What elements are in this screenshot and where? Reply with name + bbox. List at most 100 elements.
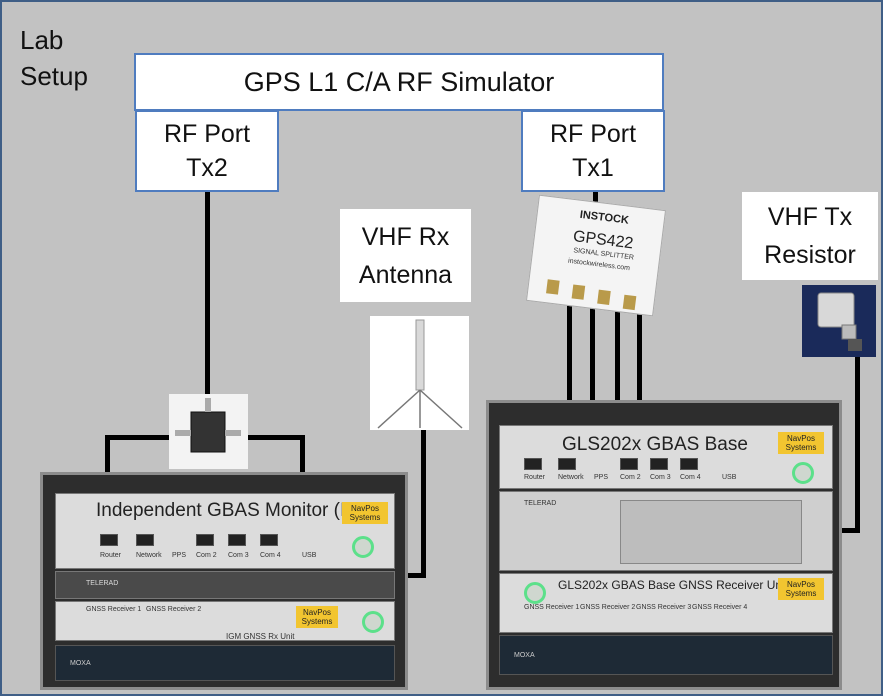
igm-port-usb: USB bbox=[302, 552, 317, 559]
base-com4-socket bbox=[680, 458, 698, 470]
igm-title: Independent GBAS Monitor (IGM) bbox=[96, 500, 383, 521]
rf-port-tx1-line2: Tx1 bbox=[572, 154, 614, 182]
base-port-router: Router bbox=[524, 474, 546, 481]
cable-splitter-out-3 bbox=[615, 300, 620, 404]
cable-tx2-to-splitter bbox=[205, 192, 210, 397]
splitter-brand: INSTOCK bbox=[579, 208, 630, 227]
splitter-connector-3 bbox=[597, 289, 611, 305]
vhf-tx-line2: Resistor bbox=[764, 241, 856, 269]
igm-top-panel: Independent GBAS Monitor (IGM) NavPos Sy… bbox=[55, 493, 395, 569]
vhf-tx-line1: VHF Tx bbox=[767, 203, 853, 231]
vhf-rx-line1: VHF Rx bbox=[361, 222, 450, 251]
igm-port-pps: PPS bbox=[172, 552, 187, 559]
cable-vhf-rx-to-igm bbox=[407, 573, 426, 578]
base-moxa-switch: MOXA bbox=[499, 635, 833, 675]
vhf-rx-line2: Antenna bbox=[358, 260, 453, 289]
igm-network-socket bbox=[136, 534, 154, 546]
cable-splitter-out-2 bbox=[590, 300, 595, 404]
igm-port-com3: Com 3 bbox=[228, 552, 249, 559]
igm-rx-unit-label: IGM GNSS Rx Unit bbox=[226, 632, 295, 641]
gps-simulator-box: GPS L1 C/A RF Simulator bbox=[134, 53, 664, 111]
base-rack-photo: GLS202x GBAS Base NavPos Systems Router … bbox=[486, 400, 842, 690]
base-navpos-logo: NavPos Systems bbox=[778, 432, 824, 454]
cable-splitter-out-4 bbox=[637, 300, 642, 404]
igm-com3-socket bbox=[228, 534, 246, 546]
rf-splitter-icon bbox=[175, 398, 241, 453]
igm-telerad-label: TELERAD bbox=[86, 580, 119, 587]
vhf-tx-resistor-photo bbox=[802, 285, 876, 357]
igm-receiver-1-label: GNSS Receiver 1 bbox=[86, 606, 142, 613]
base-com3-socket bbox=[650, 458, 668, 470]
cable-splitter-left bbox=[105, 435, 175, 440]
base-port-com4: Com 4 bbox=[680, 474, 701, 481]
base-receiver-3-label: GNSS Receiver 3 bbox=[636, 604, 692, 611]
splitter-connector-2 bbox=[571, 284, 586, 300]
base-telerad-label: TELERAD bbox=[524, 500, 557, 507]
lab-setup-label: Lab Setup bbox=[20, 22, 110, 94]
igm-port-router: Router bbox=[100, 552, 122, 559]
rf-port-tx1-box: RF Port Tx1 bbox=[521, 110, 665, 192]
vhf-rx-antenna-photo bbox=[370, 316, 469, 430]
igm-moxa-label: MOXA bbox=[70, 660, 91, 667]
igm-com2-socket bbox=[196, 534, 214, 546]
base-rx-power-button-icon bbox=[524, 582, 546, 604]
base-rx-navpos-logo: NavPos Systems bbox=[778, 578, 824, 600]
igm-receiver-2-label: GNSS Receiver 2 bbox=[146, 606, 202, 613]
igm-rx-navpos-logo: NavPos Systems bbox=[296, 606, 338, 628]
igm-router-socket bbox=[100, 534, 118, 546]
igm-navpos-logo: NavPos Systems bbox=[342, 502, 388, 524]
rf-port-tx1-line1: RF Port bbox=[549, 120, 637, 148]
igm-power-button-icon bbox=[352, 536, 374, 558]
rf-port-tx2-line2: Tx2 bbox=[186, 154, 228, 182]
lab-setup-line-2: Setup bbox=[20, 61, 88, 91]
igm-port-com4: Com 4 bbox=[260, 552, 281, 559]
vhf-rx-label-box: VHF Rx Antenna bbox=[340, 209, 471, 302]
base-port-usb: USB bbox=[722, 474, 737, 481]
base-moxa-label: MOXA bbox=[514, 652, 535, 659]
base-middle-panel: TELERAD bbox=[499, 491, 833, 571]
base-rx-panel: GLS202x GBAS Base GNSS Receiver Unit Nav… bbox=[499, 573, 833, 633]
igm-rx-panel: GNSS Receiver 1 GNSS Receiver 2 IGM GNSS… bbox=[55, 601, 395, 641]
base-telerad-module bbox=[620, 500, 802, 564]
lab-setup-line-1: Lab bbox=[20, 25, 64, 55]
base-com2-socket bbox=[620, 458, 638, 470]
igm-port-network: Network bbox=[136, 552, 162, 559]
igm-moxa-switch: MOXA bbox=[55, 645, 395, 681]
igm-rack-photo: Independent GBAS Monitor (IGM) NavPos Sy… bbox=[40, 472, 408, 690]
gps422-splitter: INSTOCK GPS422 SIGNAL SPLITTER instockwi… bbox=[525, 194, 667, 317]
base-receiver-2-label: GNSS Receiver 2 bbox=[580, 604, 636, 611]
base-port-network: Network bbox=[558, 474, 584, 481]
gps-simulator-label: GPS L1 C/A RF Simulator bbox=[243, 66, 555, 97]
cable-splitter-left-down bbox=[105, 435, 110, 475]
base-port-com3: Com 3 bbox=[650, 474, 671, 481]
igm-middle-panel: TELERAD bbox=[55, 571, 395, 599]
base-router-socket bbox=[524, 458, 542, 470]
base-power-button-icon bbox=[792, 462, 814, 484]
base-port-pps: PPS bbox=[594, 474, 609, 481]
vhf-tx-label-box: VHF Tx Resistor bbox=[742, 192, 878, 280]
igm-port-com2: Com 2 bbox=[196, 552, 217, 559]
base-rx-unit-label: GLS202x GBAS Base GNSS Receiver Unit bbox=[558, 578, 789, 592]
base-title: GLS202x GBAS Base bbox=[562, 434, 748, 455]
base-port-com2: Com 2 bbox=[620, 474, 641, 481]
igm-splitter-photo bbox=[169, 394, 248, 469]
splitter-connector-1 bbox=[546, 279, 560, 295]
cable-vhf-rx-down bbox=[421, 422, 426, 577]
antenna-icon bbox=[377, 319, 463, 429]
igm-rx-power-button-icon bbox=[362, 611, 384, 633]
base-receiver-1-label: GNSS Receiver 1 bbox=[524, 604, 580, 611]
resistor-icon bbox=[817, 292, 862, 351]
cable-splitter-right-down bbox=[300, 435, 305, 475]
splitter-connector-4 bbox=[622, 294, 637, 311]
base-network-socket bbox=[558, 458, 576, 470]
rf-port-tx2-line1: RF Port bbox=[163, 120, 251, 148]
rf-port-tx2-box: RF Port Tx2 bbox=[135, 110, 279, 192]
cable-splitter-right bbox=[242, 435, 304, 440]
igm-com4-socket bbox=[260, 534, 278, 546]
base-receiver-4-label: GNSS Receiver 4 bbox=[692, 604, 748, 611]
cable-vhf-tx-down bbox=[855, 357, 860, 532]
cable-vhf-tx-to-base bbox=[832, 528, 860, 533]
base-top-panel: GLS202x GBAS Base NavPos Systems Router … bbox=[499, 425, 833, 489]
cable-splitter-out-1 bbox=[567, 300, 572, 404]
